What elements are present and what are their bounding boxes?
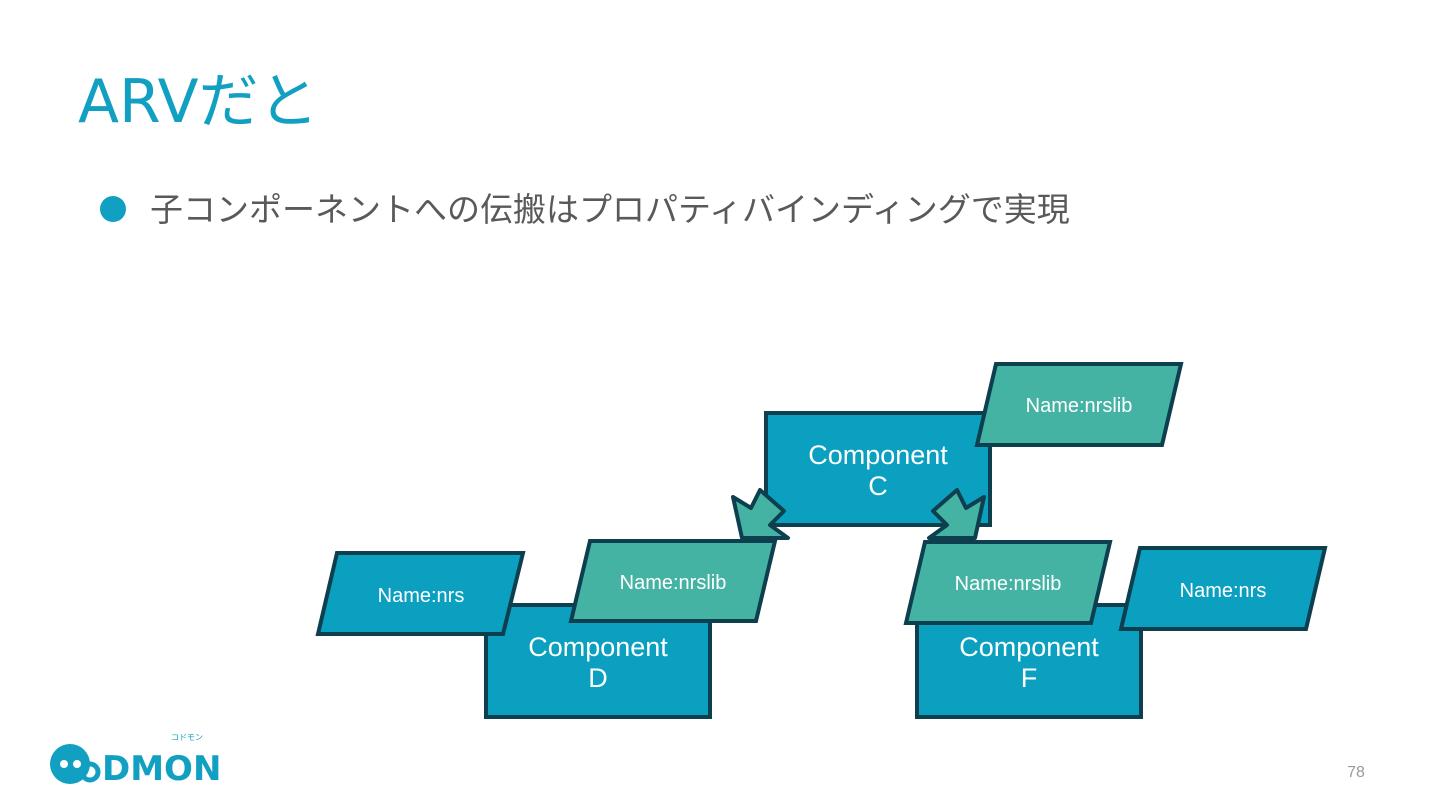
- codmon-logo: DMON コドモン: [50, 733, 221, 789]
- component-f-label-line1: Component: [959, 632, 1099, 662]
- component-c-label-line2: C: [868, 471, 888, 501]
- tag-f-nrs: Name:nrs: [1118, 546, 1328, 631]
- bullet-dot-icon: [100, 196, 126, 222]
- tag-f-nrs-shape: [1118, 546, 1328, 631]
- tag-f-nrslib: Name:nrslib: [903, 540, 1113, 625]
- tag-d-nrs: Name:nrs: [315, 551, 526, 636]
- component-d-label-line2: D: [588, 663, 608, 693]
- logo-tagline: コドモン: [171, 733, 203, 742]
- logo-eye-left-icon: [60, 760, 68, 768]
- logo-small-o-icon: [79, 761, 101, 783]
- tag-f-nrslib-label: Name:nrslib: [955, 573, 1062, 595]
- logo-eye-right-icon: [73, 760, 81, 768]
- arrow-c-to-d-icon: [731, 488, 790, 540]
- tag-c-nrslib: Name:nrslib: [974, 362, 1184, 447]
- logo-wordmark: DMON: [102, 749, 221, 789]
- tag-f-nrslib-shape: [903, 540, 1113, 625]
- tag-f-nrs-label: Name:nrs: [1180, 580, 1267, 602]
- tag-d-nrslib: Name:nrslib: [568, 539, 778, 623]
- component-c-label-line1: Component: [808, 440, 948, 470]
- component-f-label-line2: F: [1021, 663, 1038, 693]
- tag-d-nrs-label: Name:nrs: [378, 585, 465, 607]
- component-d-label-line1: Component: [528, 632, 668, 662]
- tag-c-nrslib-shape: [974, 362, 1184, 447]
- arrow-c-to-f-icon: [927, 488, 986, 540]
- tag-d-nrslib-label: Name:nrslib: [620, 572, 727, 594]
- bullet-text: 子コンポーネントへの伝搬はプロパティバインディングで実現: [150, 189, 1070, 229]
- tag-d-nrslib-shape: [568, 539, 778, 623]
- tag-c-nrslib-label: Name:nrslib: [1026, 395, 1133, 417]
- bullet-item: 子コンポーネントへの伝搬はプロパティバインディングで実現: [100, 186, 1070, 232]
- slide-title: ARVだと: [78, 67, 319, 137]
- page-number: 78: [1347, 764, 1365, 781]
- tag-d-nrs-shape: [315, 551, 526, 636]
